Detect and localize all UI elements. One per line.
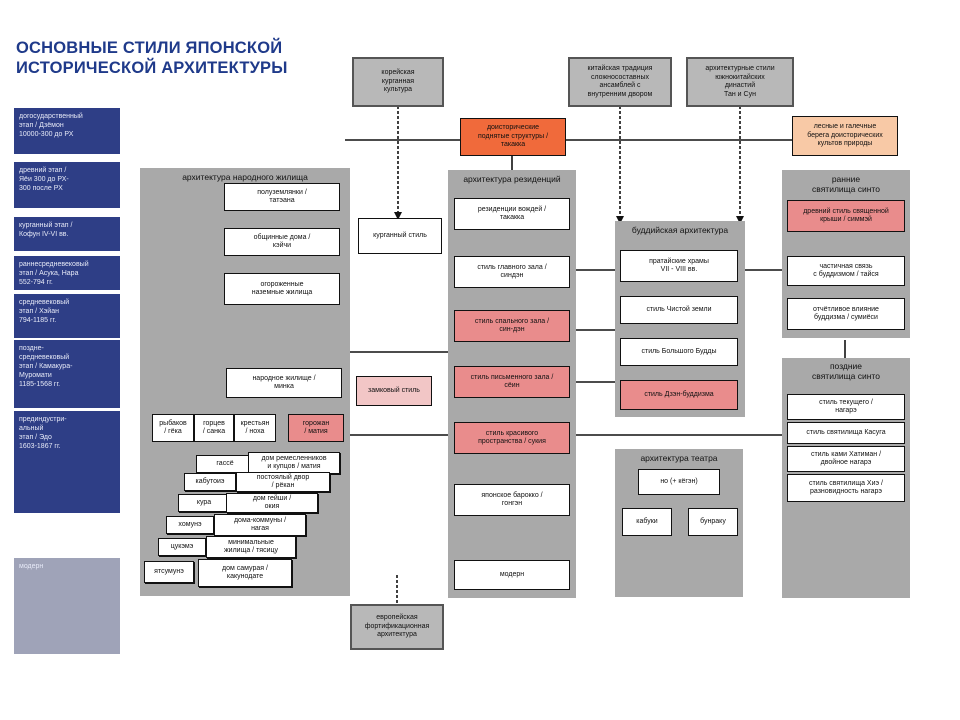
source-european-fortification: европейская фортификационная архитектура <box>350 604 444 650</box>
shrine-taisha: частичная связь с буддизмом / тайся <box>787 256 905 286</box>
folk-peasant: крестьян / ноха <box>234 414 276 442</box>
source-sacred-shores: лесные и галечные берега доисторических … <box>792 116 898 156</box>
panel-theatre-title: архитектура театра <box>640 453 718 463</box>
folk-nagaya: дома-коммуны / нагая <box>214 514 306 536</box>
folk-atsumune: ятсумунэ <box>144 561 194 583</box>
page-title-line-1: ОСНОВНЫЕ СТИЛИ ЯПОНСКОЙ <box>16 39 283 57</box>
shrine-nagare: стиль текущего / нагарэ <box>787 394 905 420</box>
era-edo: прединдустри- альный этап / Эдо 1603-186… <box>14 411 120 513</box>
source-south-chinese: архитектурные стили южнокитайских династ… <box>686 57 794 107</box>
folk-samurai: дом самурая / какунодате <box>198 559 292 587</box>
panel-residence-title: архитектура резиденций <box>463 174 561 184</box>
folk-ryokan: постоялый двор / рёкан <box>236 472 330 492</box>
theatre-kabuki: кабуки <box>622 508 672 536</box>
folk-honmune: хомунэ <box>166 516 214 534</box>
buddhist-early-temples: пратайские храмы VII - VIII вв. <box>620 250 738 282</box>
residence-bedroom: стиль спального зала / син-дэн <box>454 310 570 342</box>
residence-shoin: стиль письменного зала / сёин <box>454 366 570 398</box>
style-kofun: курганный стиль <box>358 218 442 254</box>
style-castle: замковый стиль <box>356 376 432 406</box>
era-kamakura: поздне- средневековый этап / Камакура- М… <box>14 340 120 408</box>
shrine-hie: стиль святилища Хиэ / разновидность нага… <box>787 474 905 502</box>
source-korean-kurgan: корейская курганная культура <box>352 57 444 107</box>
shrine-kasuga: стиль святилища Касуга <box>787 422 905 444</box>
folk-okiya: дом гейши / окия <box>226 493 318 513</box>
page-title: ОСНОВНЫЕ СТИЛИ ЯПОНСКОЙ ИСТОРИЧЕСКОЙ АРХ… <box>16 38 336 78</box>
shrine-shinmei: древний стиль священной крыши / симмэй <box>787 200 905 232</box>
theatre-noh: но (+ кёгэн) <box>638 469 720 495</box>
residence-baroque: японское барокко / гонгэн <box>454 484 570 516</box>
era-jomon: догосударственный этап / Дзёмон 10000-30… <box>14 108 120 154</box>
era-timeline: догосударственный этап / Дзёмон 10000-30… <box>14 78 120 654</box>
residence-chiefs: резиденции вождей / такакка <box>454 198 570 230</box>
source-prehistoric: доисторические поднятые структуры / така… <box>460 118 566 156</box>
source-chinese-tradition: китайская традиция сложносоставных ансам… <box>568 57 672 107</box>
folk-kabutoie: кабутоиэ <box>184 473 236 491</box>
buddhist-pure-land: стиль Чистой земли <box>620 296 738 324</box>
folk-gassho: гассё <box>196 455 254 473</box>
buddhist-zen: стиль Дзэн-буддизма <box>620 380 738 410</box>
panel-late-shrines-title: поздние святилища синто <box>812 361 880 381</box>
panel-early-shrines-title: ранние святилища синто <box>812 174 880 194</box>
folk-tateana: полуземлянки / татэана <box>224 183 340 211</box>
page-title-line-2: ИСТОРИЧЕСКОЙ АРХИТЕКТУРЫ <box>16 59 288 77</box>
era-yayoi: древний этап / Яёи 300 до РХ- 300 после … <box>14 162 120 208</box>
folk-townhouse: горожан / матия <box>288 414 344 442</box>
folk-craftsmen: дом ремесленников и купцов / матия <box>248 452 340 474</box>
folk-minimal: минимальные жилища / тясицу <box>206 536 296 558</box>
folk-minka: народное жилище / минка <box>226 368 342 398</box>
era-modern: модерн <box>14 558 120 654</box>
era-asuka-nara: раннесредневековый этап / Асука, Нара 55… <box>14 256 120 290</box>
era-heian: средневековый этап / Хэйан 794-1185 гг. <box>14 294 120 338</box>
folk-mountain: горцев / санка <box>194 414 234 442</box>
folk-tsukeme: цукэмэ <box>158 538 206 556</box>
folk-communal: общинные дома / кэйчи <box>224 228 340 256</box>
residence-modern: модерн <box>454 560 570 590</box>
panel-folk-title: архитектура народного жилища <box>182 172 308 182</box>
shrine-hachiman: стиль ками Хатиман / двойное нагарэ <box>787 446 905 472</box>
residence-sukiya: стиль красивого пространства / сукия <box>454 422 570 454</box>
theatre-bunraku: бунраку <box>688 508 738 536</box>
folk-kura: кура <box>178 494 230 512</box>
folk-fenced: огороженные наземные жилища <box>224 273 340 305</box>
panel-buddhist-title: буддийская архитектура <box>631 225 729 235</box>
buddhist-great-buddha: стиль Большого Будды <box>620 338 738 366</box>
residence-shinden: стиль главного зала / синдэн <box>454 256 570 288</box>
era-kofun: курганный этап / Кофун IV-VI вв. <box>14 217 120 251</box>
folk-fishermen: рыбаков / гёка <box>152 414 194 442</box>
shrine-sumiyoshi: отчётливое влияние буддизма / сумиёси <box>787 298 905 330</box>
